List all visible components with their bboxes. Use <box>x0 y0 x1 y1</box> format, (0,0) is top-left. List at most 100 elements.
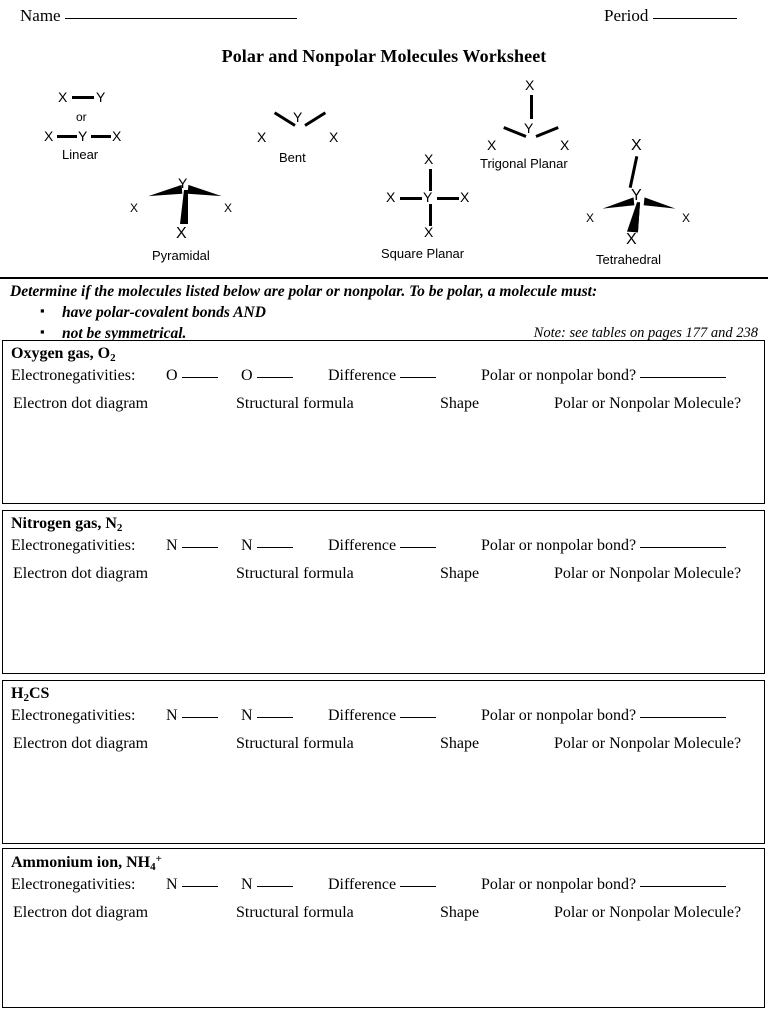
reference-note: Note: see tables on pages 177 and 238 <box>533 325 758 341</box>
eneg-element-2-blank[interactable] <box>256 717 293 718</box>
bond-question-group: Polar or nonpolar bond? <box>481 876 727 894</box>
instructions-bullet-list: have polar-covalent bonds AND not be sym… <box>0 303 768 343</box>
molecule-title-oxygen: Oxygen gas, O2 <box>11 345 764 364</box>
name-blank-line[interactable] <box>64 18 297 19</box>
shape-label: Shape <box>440 395 480 412</box>
pyramidal-caption: Pyramidal <box>152 248 210 263</box>
tetrahedral-atom-x-right: X <box>682 211 691 225</box>
trigonal-bond-right <box>535 126 559 138</box>
eneg-element-2-blank[interactable] <box>256 886 293 887</box>
eneg-element-2-group: N <box>241 876 293 894</box>
pyramidal-atom-y: Y <box>178 175 188 191</box>
eneg-element-1-blank[interactable] <box>181 377 218 378</box>
electron-dot-label: Electron dot diagram <box>13 904 149 921</box>
eneg-element-1-symbol: N <box>166 876 178 893</box>
difference-blank[interactable] <box>400 717 437 718</box>
molecule-subscript: 2 <box>116 522 123 534</box>
difference-group: Difference <box>328 367 437 385</box>
period-label: Period <box>604 6 649 25</box>
trigonal-bond-top <box>530 95 533 119</box>
electron-dot-label: Electron dot diagram <box>13 395 149 412</box>
electron-dot-label: Electron dot diagram <box>13 565 149 582</box>
tetrahedral-atom-x-bottom: X <box>626 231 637 248</box>
molecule-name-text: Ammonium ion, NH <box>11 854 151 871</box>
trigonal-atom-x-left: X <box>487 137 497 153</box>
tetrahedral-atom-y: Y <box>631 187 642 204</box>
tetrahedral-wedge-right <box>643 197 677 209</box>
bent-atom-y: Y <box>293 109 303 125</box>
answer-work-area[interactable] <box>3 928 764 1006</box>
bond-question-label: Polar or nonpolar bond? <box>481 707 637 724</box>
difference-group: Difference <box>328 537 437 555</box>
molecule-name-suffix: CS <box>28 685 50 702</box>
square-bond-bottom <box>429 204 432 226</box>
electronegativity-row-ammonium: Electronegativities: N N Difference Pola… <box>3 876 764 902</box>
difference-blank[interactable] <box>400 377 437 378</box>
period-field[interactable]: Period <box>604 6 737 26</box>
electronegativity-row-nitrogen: Electronegativities: N N Difference Pola… <box>3 537 764 563</box>
answer-work-area[interactable] <box>3 759 764 837</box>
instructions-bullet-2-text: not be symmetrical. <box>62 325 187 342</box>
electronegativities-label: Electronegativities: <box>11 537 136 554</box>
bond-question-blank[interactable] <box>640 717 727 718</box>
answer-work-area[interactable] <box>3 419 764 497</box>
molecule-name-text: Oxygen gas, O <box>11 345 111 362</box>
header-row: Name Period <box>0 6 768 32</box>
eneg-element-1-group: O <box>166 367 218 385</box>
bond-question-blank[interactable] <box>640 377 727 378</box>
structural-formula-label: Structural formula <box>236 565 354 582</box>
shape-label: Shape <box>440 904 480 921</box>
structural-formula-label: Structural formula <box>236 904 354 921</box>
bond-question-blank[interactable] <box>640 886 727 887</box>
pyramidal-atom-x-bottom: X <box>176 225 187 242</box>
bond-question-blank[interactable] <box>640 547 727 548</box>
answer-work-area[interactable] <box>3 589 764 667</box>
name-field[interactable]: Name <box>20 6 297 26</box>
eneg-element-1-group: N <box>166 537 218 555</box>
molecule-question-label: Polar or Nonpolar Molecule? <box>554 565 742 582</box>
eneg-element-2-symbol: N <box>241 707 253 724</box>
bond-question-group: Polar or nonpolar bond? <box>481 707 727 725</box>
difference-group: Difference <box>328 876 437 894</box>
eneg-element-1-blank[interactable] <box>181 886 218 887</box>
eneg-element-2-group: N <box>241 537 293 555</box>
structural-formula-label: Structural formula <box>236 735 354 752</box>
linear-bond-1 <box>72 96 94 99</box>
electronegativities-label: Electronegativities: <box>11 367 136 384</box>
eneg-element-1-symbol: N <box>166 707 178 724</box>
eneg-element-1-blank[interactable] <box>181 547 218 548</box>
difference-label: Difference <box>328 876 397 893</box>
bond-question-group: Polar or nonpolar bond? <box>481 367 727 385</box>
difference-group: Difference <box>328 707 437 725</box>
difference-blank[interactable] <box>400 886 437 887</box>
eneg-element-2-blank[interactable] <box>256 377 293 378</box>
eneg-element-2-blank[interactable] <box>256 547 293 548</box>
electronegativities-label: Electronegativities: <box>11 876 136 893</box>
pyramidal-wedge-right <box>187 184 223 197</box>
linear-atom-x3: X <box>112 128 122 144</box>
molecule-subscript: 2 <box>110 352 116 364</box>
shape-pyramidal: Y X X X Pyramidal <box>128 176 248 268</box>
eneg-element-1-symbol: O <box>166 367 178 384</box>
instructions-bullet-2: not be symmetrical. <box>40 324 768 343</box>
square-bond-top <box>429 169 432 191</box>
instructions-block: Determine if the molecules listed below … <box>0 277 768 343</box>
square-atom-x-top: X <box>424 151 434 167</box>
eneg-element-2-group: N <box>241 707 293 725</box>
pyramidal-atom-x-left: X <box>130 201 139 215</box>
column-headers-oxygen: Electron dot diagram Structural formula … <box>3 395 764 419</box>
bent-atom-x-right: X <box>329 129 339 145</box>
molecule-title-ammonium: Ammonium ion, NH4+ <box>11 853 764 873</box>
period-blank-line[interactable] <box>652 18 737 19</box>
trigonal-atom-x-top: X <box>525 77 535 93</box>
bond-question-label: Polar or nonpolar bond? <box>481 876 637 893</box>
tetrahedral-wedge-down <box>626 201 641 233</box>
pyramidal-wedge-left <box>147 184 183 197</box>
bent-atom-x-left: X <box>257 129 267 145</box>
eneg-element-1-symbol: N <box>166 537 178 554</box>
eneg-element-1-blank[interactable] <box>181 717 218 718</box>
column-headers-ammonium: Electron dot diagram Structural formula … <box>3 904 764 928</box>
square-atom-x-left: X <box>386 189 396 205</box>
difference-blank[interactable] <box>400 547 437 548</box>
linear-atom-x1: X <box>58 89 68 105</box>
